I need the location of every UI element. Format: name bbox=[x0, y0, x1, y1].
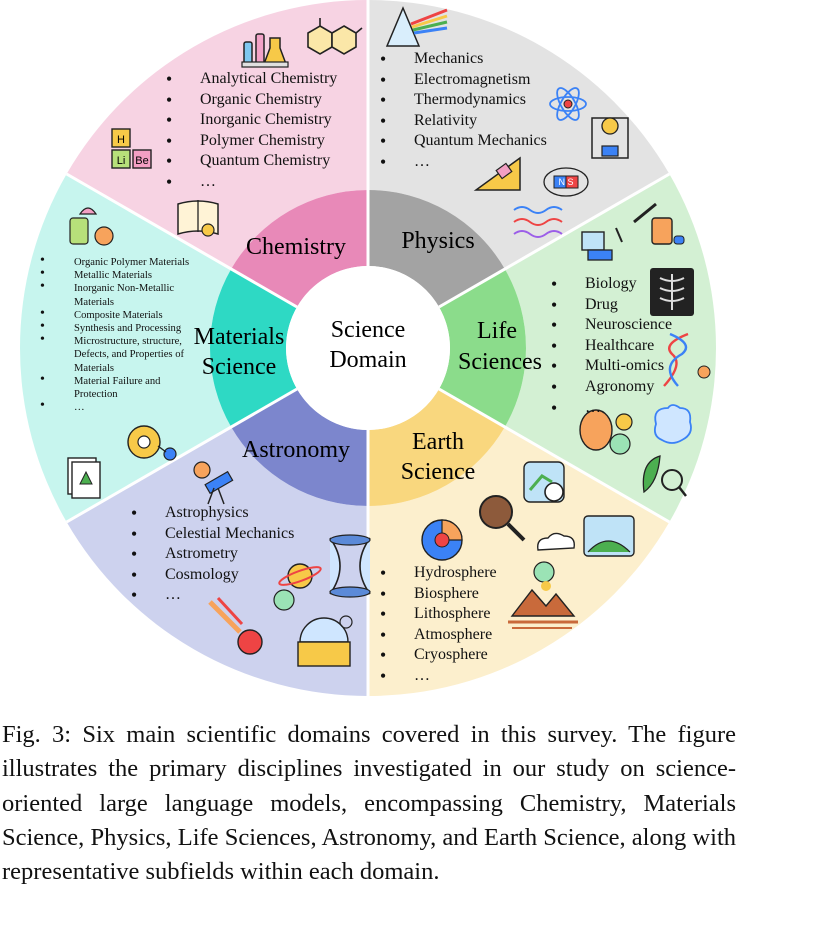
center-circle bbox=[286, 266, 450, 430]
magnet-field-icon: N S bbox=[543, 167, 589, 197]
plant-leaf-icon bbox=[642, 455, 687, 497]
weather-cloud-icon bbox=[533, 532, 575, 591]
list-item: Composite Materials bbox=[40, 307, 190, 322]
list-item: Relativity bbox=[380, 111, 547, 132]
sector-dividers bbox=[65, 0, 671, 696]
list-item: Cosmology bbox=[131, 565, 294, 586]
prism-icon bbox=[385, 6, 448, 47]
benzene-molecule-icon bbox=[307, 18, 363, 55]
map-search-icon bbox=[523, 461, 565, 503]
science-domain-wheel: Science Domain Chemistry Physics Life Sc… bbox=[0, 0, 826, 700]
center-label-line2: Domain bbox=[329, 347, 406, 373]
sector-divider bbox=[438, 172, 671, 309]
list-item: Thermodynamics bbox=[380, 90, 547, 111]
list-item: Inorganic Chemistry bbox=[166, 110, 337, 131]
list-item: Cryosphere bbox=[380, 645, 497, 666]
list-item: Metallic Materials bbox=[40, 267, 190, 282]
soil-magnifier-icon bbox=[479, 495, 526, 542]
material-samples-icon bbox=[69, 207, 114, 246]
list-item: … bbox=[40, 399, 190, 414]
materials-subfield-list: Organic Polymer Materials Metallic Mater… bbox=[40, 254, 190, 414]
list-item: Atmosphere bbox=[380, 625, 497, 646]
element-h-text: H bbox=[117, 134, 125, 146]
list-item: Microstructure, structure, Defects, and … bbox=[40, 333, 190, 375]
list-item: … bbox=[551, 398, 672, 419]
list-item: … bbox=[380, 666, 497, 687]
list-item: … bbox=[166, 172, 337, 193]
list-item: Organic Chemistry bbox=[166, 90, 337, 111]
list-item: … bbox=[380, 152, 547, 173]
chemistry-label: Chemistry bbox=[246, 234, 346, 260]
earth-label-line1: Earth bbox=[412, 429, 464, 455]
materials-label-line1: Materials bbox=[194, 324, 285, 350]
life-label-line1: Life bbox=[477, 318, 517, 344]
list-item: Organic Polymer Materials bbox=[40, 254, 190, 269]
materials-inner-sector bbox=[210, 269, 297, 427]
list-item: Celestial Mechanics bbox=[131, 524, 294, 545]
list-item: Biology bbox=[551, 274, 672, 295]
list-item: Material Failure and Protection bbox=[40, 373, 190, 401]
wave-icon bbox=[513, 206, 563, 238]
life-label-line2: Sciences bbox=[458, 349, 542, 375]
physics-subfield-list: Mechanics Electromagnetism Thermodynamic… bbox=[380, 49, 547, 173]
lightbulb-circuit-icon bbox=[591, 117, 629, 159]
sector-divider bbox=[65, 387, 298, 524]
chemistry-inner-sector bbox=[231, 190, 368, 307]
list-item: Biosphere bbox=[380, 584, 497, 605]
list-item: Astrophysics bbox=[131, 503, 294, 524]
list-item: Analytical Chemistry bbox=[166, 69, 337, 90]
magnet-ns-text: N S bbox=[558, 177, 573, 187]
list-item: Neuroscience bbox=[551, 315, 672, 336]
element-li-text: Li bbox=[117, 155, 126, 167]
astronomy-label: Astronomy bbox=[242, 437, 350, 463]
desert-mountain-icon bbox=[508, 588, 578, 629]
open-book-icon bbox=[177, 200, 219, 237]
life-inner-sector bbox=[439, 269, 526, 427]
list-item: Drug bbox=[551, 295, 672, 316]
physics-label: Physics bbox=[401, 228, 474, 254]
list-item: Astrometry bbox=[131, 544, 294, 565]
life-subfield-list: Biology Drug Neuroscience Healthcare Mul… bbox=[551, 274, 672, 418]
list-item: Healthcare bbox=[551, 336, 672, 357]
wormhole-icon bbox=[329, 534, 371, 598]
list-item: Quantum Mechanics bbox=[380, 131, 547, 152]
earth-subfield-list: Hydrosphere Biosphere Lithosphere Atmosp… bbox=[380, 563, 497, 687]
earth-layers-icon bbox=[421, 519, 463, 561]
materials-label-line2: Science bbox=[202, 354, 277, 380]
inner-ring bbox=[210, 190, 526, 507]
figure-caption: Fig. 3: Six main scientific domains cove… bbox=[2, 721, 736, 886]
list-item: Mechanics bbox=[380, 49, 547, 70]
sector-divider bbox=[65, 172, 298, 309]
list-item: Inorganic Non-Metallic Materials bbox=[40, 280, 190, 308]
sector-divider bbox=[438, 387, 671, 524]
list-item: … bbox=[131, 585, 294, 606]
list-item: Polymer Chemistry bbox=[166, 131, 337, 152]
atom-icon bbox=[549, 87, 587, 121]
lab-report-icon bbox=[67, 457, 101, 499]
periodic-table-icon: H Li Be bbox=[111, 128, 152, 169]
syringe-vial-icon bbox=[633, 202, 685, 245]
observatory-icon bbox=[297, 615, 353, 667]
cells-icon bbox=[579, 409, 633, 455]
microscope-icon bbox=[581, 227, 623, 261]
list-item: Lithosphere bbox=[380, 604, 497, 625]
earth-label-line2: Science bbox=[401, 459, 476, 485]
chemistry-subfield-list: Analytical Chemistry Organic Chemistry I… bbox=[166, 69, 337, 193]
list-item: Synthesis and Processing bbox=[40, 320, 190, 335]
lab-flask-icon bbox=[241, 33, 289, 68]
astronomy-subfield-list: Astrophysics Celestial Mechanics Astrome… bbox=[131, 503, 294, 606]
list-item: Agronomy bbox=[551, 377, 672, 398]
list-item: Multi-omics bbox=[551, 356, 672, 377]
physics-inner-sector bbox=[368, 190, 505, 307]
molecule-gear-icon bbox=[127, 425, 177, 461]
center-label-line1: Science bbox=[331, 317, 406, 343]
list-item: Quantum Chemistry bbox=[166, 151, 337, 172]
satellite-earth-icon bbox=[583, 515, 635, 557]
list-item: Hydrosphere bbox=[380, 563, 497, 584]
earth-inner-sector bbox=[368, 389, 505, 506]
telescope-icon bbox=[193, 461, 234, 505]
element-be-text: Be bbox=[135, 155, 148, 167]
list-item: Electromagnetism bbox=[380, 70, 547, 91]
astronomy-inner-sector bbox=[231, 389, 368, 507]
